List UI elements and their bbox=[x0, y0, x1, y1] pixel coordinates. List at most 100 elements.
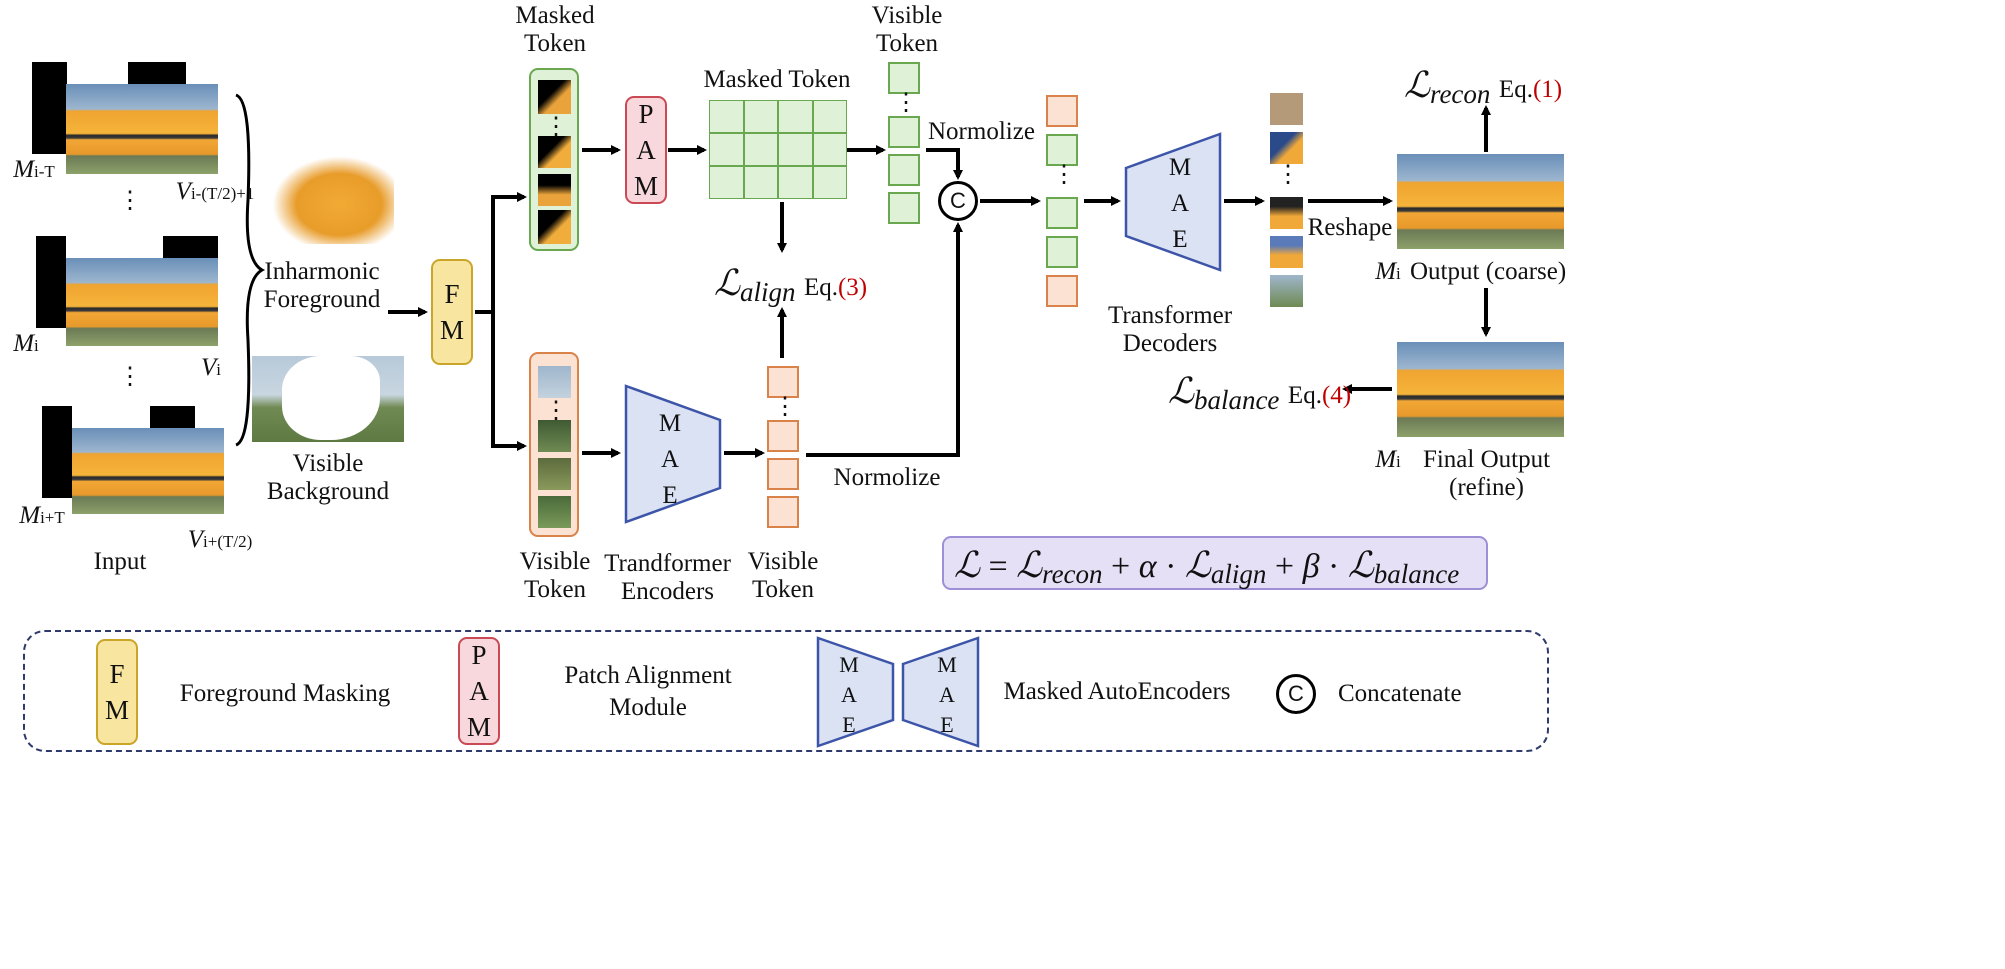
formula-dot-1: · bbox=[1165, 548, 1177, 585]
concat-token-5 bbox=[1046, 275, 1078, 307]
top-visible-token-2 bbox=[888, 116, 920, 148]
masked-grid-cell bbox=[743, 100, 778, 133]
decoder-letter-a: A bbox=[1170, 190, 1190, 217]
normalize-top-label: Normolize bbox=[928, 118, 1035, 145]
background-hole bbox=[282, 356, 380, 440]
recon-loss-subscript: recon bbox=[1429, 79, 1491, 109]
decoded-patch-4 bbox=[1270, 236, 1303, 268]
concat-token-dots: ⋮ bbox=[1052, 162, 1076, 188]
final-output-label-2: (refine) bbox=[1449, 474, 1524, 501]
top-visible-dots: ⋮ bbox=[894, 90, 918, 116]
recon-eq-text: Eq. bbox=[1498, 76, 1533, 103]
decoded-patch-1 bbox=[1270, 93, 1303, 125]
mask-bot bbox=[42, 406, 72, 498]
legend-decoder-letter-m: M bbox=[937, 652, 957, 677]
masked-grid-label: Masked Token bbox=[703, 66, 851, 93]
fm-letter-m: M bbox=[439, 315, 464, 345]
frames-dots-2: ⋮ bbox=[118, 364, 142, 390]
top-visible-token-1 bbox=[888, 62, 920, 94]
balance-loss-subscript: balance bbox=[1193, 385, 1280, 415]
formula-align-symbol: ℒ bbox=[1184, 545, 1211, 585]
label-v-mid: Vi bbox=[200, 354, 221, 381]
legend-fm-block: F M bbox=[96, 639, 138, 745]
mask-mid bbox=[36, 236, 66, 328]
bottom-visible-label-2: Token bbox=[523, 576, 587, 603]
top-visible-label-2: Token bbox=[875, 30, 939, 57]
output-coarse-label: Output (coarse) bbox=[1410, 258, 1567, 285]
balance-eq-number: (4) bbox=[1321, 382, 1352, 409]
visible-token-column: ⋮ bbox=[529, 352, 579, 537]
fm-branch-line bbox=[475, 192, 527, 314]
foreground-label-2: Foreground bbox=[263, 286, 381, 313]
decoder-label-2: Decoders bbox=[1122, 330, 1218, 357]
masked-grid-cell bbox=[812, 133, 847, 166]
fm-block: F M bbox=[431, 259, 473, 365]
pam-letter-m: M bbox=[633, 171, 658, 201]
concat-token-3 bbox=[1046, 197, 1078, 229]
masked-grid-cell bbox=[812, 100, 847, 133]
fm-letter-f: F bbox=[444, 279, 460, 309]
normalize-bottom-line bbox=[806, 222, 963, 457]
formula-balance-symbol: ℒ bbox=[1347, 545, 1374, 585]
normalize-bottom-label: Normolize bbox=[833, 464, 941, 491]
legend-pam-letter-m: M bbox=[466, 712, 491, 742]
concat-token-1 bbox=[1046, 95, 1078, 127]
label-m-mid: Mi bbox=[13, 330, 39, 357]
frames-dots-1: ⋮ bbox=[118, 188, 142, 214]
bottom-visible-label-1: Visible bbox=[519, 548, 591, 575]
masked-token-label-2: Token bbox=[523, 30, 587, 57]
label-m-bot: Mi+T bbox=[19, 502, 65, 529]
masked-grid-cell bbox=[709, 100, 744, 133]
visible-token-4 bbox=[538, 496, 571, 528]
input-caption: Input bbox=[93, 548, 147, 575]
label-v-bot: Vi+(T/2) bbox=[187, 526, 253, 553]
recon-loss: ℒrecon Eq.(1) bbox=[1404, 64, 1562, 110]
align-eq-number: (3) bbox=[837, 274, 868, 301]
legend-pam-letter-a: A bbox=[469, 676, 489, 706]
frame-top-image bbox=[66, 84, 218, 174]
background-label-2: Background bbox=[266, 478, 390, 505]
legend-concat-text: Concatenate bbox=[1338, 680, 1462, 707]
visible-background-image bbox=[252, 356, 404, 442]
masked-grid-cell bbox=[743, 166, 778, 199]
masked-grid-cell bbox=[778, 133, 813, 166]
legend-decoder-letter-a: A bbox=[939, 682, 955, 707]
legend-pam-letter-p: P bbox=[471, 640, 487, 670]
balance-loss: ℒbalance Eq.(4) bbox=[1168, 370, 1351, 416]
legend-encoder-letter-m: M bbox=[839, 652, 859, 677]
legend-encoder-letter-a: A bbox=[841, 682, 857, 707]
legend-encoder-letter-e: E bbox=[842, 712, 856, 737]
concatenate-icon: C bbox=[938, 181, 978, 221]
legend-decoder-letters: M A E bbox=[934, 650, 960, 740]
encoded-visible-label-1: Visible bbox=[747, 548, 819, 575]
foreground-label-1: Inharmonic bbox=[264, 258, 380, 285]
masked-grid-cell bbox=[709, 133, 744, 166]
visible-token-3 bbox=[538, 458, 571, 490]
concat-token-4 bbox=[1046, 236, 1078, 268]
top-visible-label-1: Visible bbox=[871, 2, 943, 29]
visible-token-1 bbox=[538, 366, 571, 398]
masked-token-2 bbox=[538, 136, 571, 168]
formula-recon-subscript: recon bbox=[1042, 559, 1103, 589]
decoder-letter-e: E bbox=[1172, 226, 1188, 253]
recon-eq-number: (1) bbox=[1532, 76, 1563, 103]
encoder-letters: M A E bbox=[655, 406, 685, 514]
mae-decoder-shape bbox=[1124, 132, 1222, 272]
final-output-label-1: Final Output bbox=[1422, 446, 1551, 473]
legend-concatenate-icon: C bbox=[1276, 674, 1316, 714]
legend-fm-letter-m: M bbox=[104, 695, 129, 725]
total-loss-formula: ℒ = ℒrecon + α · ℒalign + β · ℒbalance bbox=[942, 536, 1488, 590]
masked-token-column: ⋮ bbox=[529, 68, 579, 251]
mask-bot-corner bbox=[150, 406, 195, 432]
balance-loss-symbol: ℒ bbox=[1168, 371, 1194, 411]
top-visible-token-3 bbox=[888, 154, 920, 186]
formula-align-subscript: align bbox=[1210, 559, 1267, 589]
frame-mid-image bbox=[66, 258, 218, 346]
legend-encoder-letters: M A E bbox=[836, 650, 862, 740]
encoded-visible-dots: ⋮ bbox=[773, 394, 797, 420]
encoder-label-1: Trandformer bbox=[604, 550, 731, 577]
decoded-patch-2 bbox=[1270, 132, 1303, 164]
decoded-patch-dots: ⋮ bbox=[1276, 162, 1300, 188]
